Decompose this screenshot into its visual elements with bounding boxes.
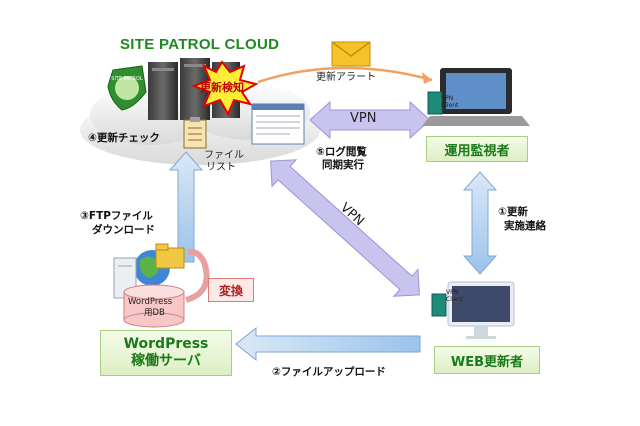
db-label-line1: WordPress [128, 297, 173, 307]
update-alert-label: 更新アラート [316, 72, 376, 83]
svg-text:SITE PATROL: SITE PATROL [111, 76, 143, 82]
alert-badge: 更新検知 [200, 81, 244, 94]
step2-label: ②ファイルアップロード [272, 366, 386, 378]
step5-line2: 同期実行 [322, 159, 364, 171]
file-list-line1: ファイル [204, 150, 244, 161]
vpn-diagonal-arrow [270, 159, 420, 297]
step5-line1: ⑤ログ閲覧 [316, 146, 367, 158]
step3-line2: ダウンロード [92, 224, 155, 236]
operator-box: 運用監視者 [426, 136, 528, 162]
vpn-client-top-label: VPN Client [441, 95, 459, 109]
site-patrol-logo-icon: SITE PATROL [107, 65, 147, 111]
upload-arrow [235, 326, 421, 362]
database-icon [123, 284, 185, 328]
convert-arrow [185, 248, 210, 303]
vpn-top-label: VPN [350, 111, 377, 126]
step3-line1: ③FTPファイル [80, 210, 153, 222]
update-notice-arrow [462, 171, 498, 275]
page-title: SITE PATROL CLOUD [120, 36, 280, 53]
log-window-icon [251, 103, 305, 145]
envelope-icon [331, 41, 371, 67]
vpn-client-bottom-icon [431, 293, 447, 317]
step4-label: ④更新チェック [88, 132, 160, 144]
ftp-download-arrow [168, 151, 204, 263]
server-box-line1: WordPress [123, 336, 209, 353]
wordpress-server-box: WordPress 稼働サーバ [100, 330, 232, 376]
file-list-line2: リスト [206, 162, 236, 173]
alert-starburst-icon [191, 60, 259, 117]
imac-icon [447, 281, 515, 339]
vpn-client-top-icon [427, 91, 443, 115]
folder-icon [155, 243, 185, 269]
server-box-line2: 稼働サーバ [131, 353, 201, 369]
alert-arrow-head [422, 72, 432, 84]
laptop-icon [422, 68, 530, 126]
step1-line2: 実施連絡 [504, 220, 546, 232]
clipboard-icon [183, 117, 207, 149]
updater-box: WEB更新者 [434, 346, 540, 374]
alert-arrow [257, 66, 433, 84]
vpn-client-bottom-label: VPN Client [446, 289, 464, 303]
step1-line1: ①更新 [498, 206, 528, 218]
convert-label: 変換 [208, 278, 254, 302]
db-label-line2: 用DB [144, 308, 165, 318]
